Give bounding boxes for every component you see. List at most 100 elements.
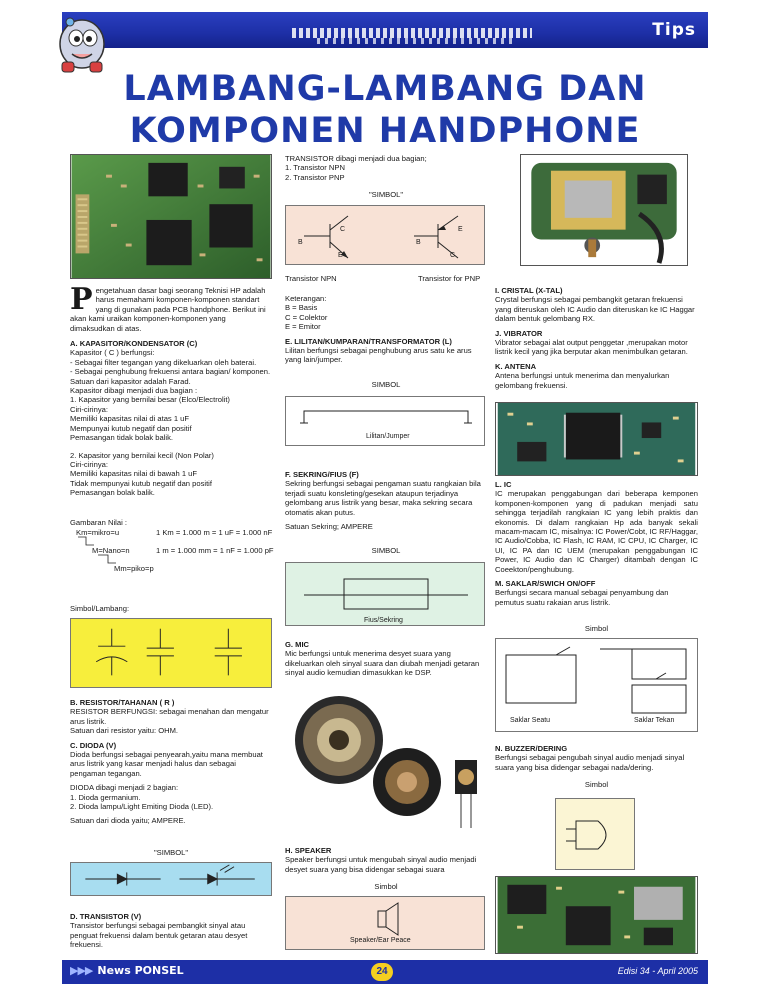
text: 1. Dioda germanium. (70, 792, 141, 802)
mic-speaker-photo (285, 680, 487, 840)
section-h-title: H. SPEAKER (285, 846, 332, 855)
saklar-simbol-label: Simbol (584, 624, 609, 633)
column-3-buzzer: N. BUZZER/DERING Berfungsi sebagai pengu… (495, 744, 698, 772)
nilai-eq-1: 1 Km = 1.000 m = 1 uF = 1.000 nF (156, 528, 273, 537)
text: Satuan dari kapasitor adalah Farad. (70, 376, 191, 386)
sekring-symbol-box: Fius/Sekring (285, 562, 485, 626)
text: Ciri-cirinya: (70, 404, 108, 414)
text: Speaker berfungsi untuk mengubah sinyal … (285, 855, 477, 874)
text: Satuan dari dioda yaitu; AMPERE. (70, 816, 186, 826)
text: Tidak mempunyai kutub negatif dan positi… (70, 478, 212, 488)
diode-symbol-box (70, 862, 272, 896)
section-label: Tips (652, 20, 696, 40)
section-b-title: B. RESISTOR/TAHANAN ( R ) (70, 698, 175, 707)
footer-brand: ▶▶▶ News PONSEL (70, 964, 184, 977)
buzzer-symbol-icon (566, 820, 607, 850)
pnp-b-label: B (416, 239, 421, 246)
column-1: P engetahuan dasar bagi seorang Teknisi … (70, 282, 272, 498)
column-1-lower: B. RESISTOR/TAHANAN ( R ) RESISTOR BERFU… (70, 698, 272, 831)
column-3-mid: L. IC IC merupakan penggabungan dari beb… (495, 480, 698, 607)
text: Mempunyai kutub negatif dan positif (70, 423, 192, 433)
npn-c-label: C (340, 226, 346, 233)
saklar-tekan-caption: Saklar Tekan (634, 717, 675, 724)
text: Sekring berfungsi sebagai pengaman suatu… (285, 479, 481, 517)
section-g-title: G. MIC (285, 640, 310, 649)
text: IC merupakan penggabungan dari beberapa … (495, 489, 698, 574)
text: Berfungsi sebagai pengubah sinyal audio … (495, 753, 685, 772)
text: Kapasitor dibagi menjadi dua bagian : (70, 386, 198, 396)
npn-b-label: B (298, 239, 303, 246)
text: Mic berfungsi untuk menerima desyet suar… (285, 649, 480, 678)
header-pixel-pattern (292, 28, 532, 38)
section-n-title: N. BUZZER/DERING (495, 744, 568, 753)
footer-bar: ▶▶▶ News PONSEL 24 Edisi 34 - April 2005 (62, 960, 708, 984)
column-2-mic: G. MIC Mic berfungsi untuk menerima desy… (285, 640, 487, 678)
transistor-simbol-label: "SIMBOL" (368, 190, 404, 199)
text: - Sebagai filter tegangan yang dikeluark… (70, 357, 257, 367)
text: Transistor berfungsi sebagai pembangkit … (70, 921, 248, 950)
text: E = Emitor (285, 322, 321, 332)
header-band: Tips (62, 12, 708, 48)
edition-label: Edisi 34 - April 2005 (617, 966, 698, 976)
speaker-caption: Speaker/Ear Peace (350, 937, 411, 944)
saklar-symbols (505, 646, 687, 714)
section-e-title: E. LILITAN/KUMPARAN/TRANSFORMATOR (L) (285, 336, 452, 346)
text: Crystal berfungsi sebagai pembangkit get… (495, 295, 695, 324)
crystal-photo (520, 154, 688, 266)
section-i-title: I. CRISTAL (X-TAL) (495, 286, 563, 295)
text: 2. Kapasitor yang bernilai kecil (Non Po… (70, 450, 214, 460)
lilitan-symbol-box: Lilitan/Jumper (285, 396, 485, 446)
column-3-top: I. CRISTAL (X-TAL) Crystal berfungsi seb… (495, 286, 698, 390)
nilai-m: M=Nano=n (92, 546, 130, 555)
text: Dioda berfungsi sebagai penyearah,yaitu … (70, 750, 263, 778)
text: RESISTOR BERFUNGSI: sebagai menahan dan … (70, 707, 269, 726)
section-a-title: A. KAPASITOR/KONDENSATOR (C) (70, 339, 198, 349)
sekring-simbol-label: SIMBOL (371, 546, 401, 555)
pnp-caption: Transistor for PNP (418, 274, 481, 283)
text: DIODA dibagi menjadi 2 bagian: (70, 783, 179, 793)
pnp-e-label: E (458, 226, 463, 233)
text: Vibrator sebagai alat output penggetar ,… (495, 338, 688, 357)
footer-arrows-icon: ▶▶▶ (70, 964, 93, 977)
capacitor-symbol-box (70, 618, 272, 688)
pnp-c-label: C (450, 252, 456, 259)
section-c-title: C. DIODA (V) (70, 740, 117, 750)
lilitan-caption: Lilitan/Jumper (366, 433, 410, 440)
section-f-title: F. SEKRING/FIUS (F) (285, 470, 359, 479)
buzzer-symbol-box (555, 798, 635, 870)
text: Memiliki kapasitas nilai di bawah 1 uF (70, 469, 198, 479)
transistor-symbols (304, 215, 459, 259)
pcb-photo (70, 154, 272, 279)
speaker-symbol-icon (377, 902, 399, 936)
text: - Sebagai penghubung frekuensi antara ba… (70, 367, 271, 377)
dioda-simbol-label: "SIMBOL" (153, 848, 189, 857)
page-number: 24 (371, 963, 393, 981)
npn-e-label: E (338, 252, 343, 259)
text: Memiliki kapasitas nilai di atas 1 uF (70, 414, 190, 424)
sekring-caption: Fius/Sekring (364, 617, 403, 624)
text: C = Colektor (285, 312, 328, 322)
column-2-sekring: F. SEKRING/FIUS (F) Sekring berfungsi se… (285, 470, 487, 536)
saklar-seatu-caption: Saklar Seatu (510, 717, 551, 724)
text: TRANSISTOR dibagi menjadi dua bagian; (285, 154, 427, 163)
nilai-mm: Mm=piko=p (114, 564, 154, 573)
magazine-name: News PONSEL (97, 964, 184, 977)
text: Satuan dari resistor yaitu: OHM. (70, 726, 179, 736)
ic-photo (495, 402, 698, 476)
robot-mascot-icon (59, 17, 105, 73)
text: Berfungsi secara manual sebagai penyambu… (495, 588, 669, 607)
column-1-bottom: D. TRANSISTOR (V) Transistor berfungsi s… (70, 912, 272, 950)
text: Pemasangan bolak balik. (70, 488, 155, 498)
page-title: LAMBANG-LAMBANG DAN KOMPONEN HANDPHONE (60, 68, 710, 152)
saklar-symbol-box: Saklar Seatu Saklar Tekan (495, 638, 698, 732)
section-k-title: K. ANTENA (495, 361, 537, 371)
drop-cap: P (70, 282, 93, 317)
nilai-km: Km=mikro=u (76, 528, 120, 537)
nilai-block: Gambaran Nilai : Km=mikro=u 1 Km = 1.000… (70, 518, 280, 578)
text: Ciri-cirinya: (70, 459, 108, 469)
section-l-title: L. IC (495, 480, 512, 489)
title-line-1: LAMBANG-LAMBANG DAN (123, 69, 647, 109)
transistor-symbol-box: B C E B E C (285, 205, 485, 265)
lilitan-symbol (300, 410, 472, 424)
simbol-label: Simbol/Lambang: (70, 604, 130, 613)
